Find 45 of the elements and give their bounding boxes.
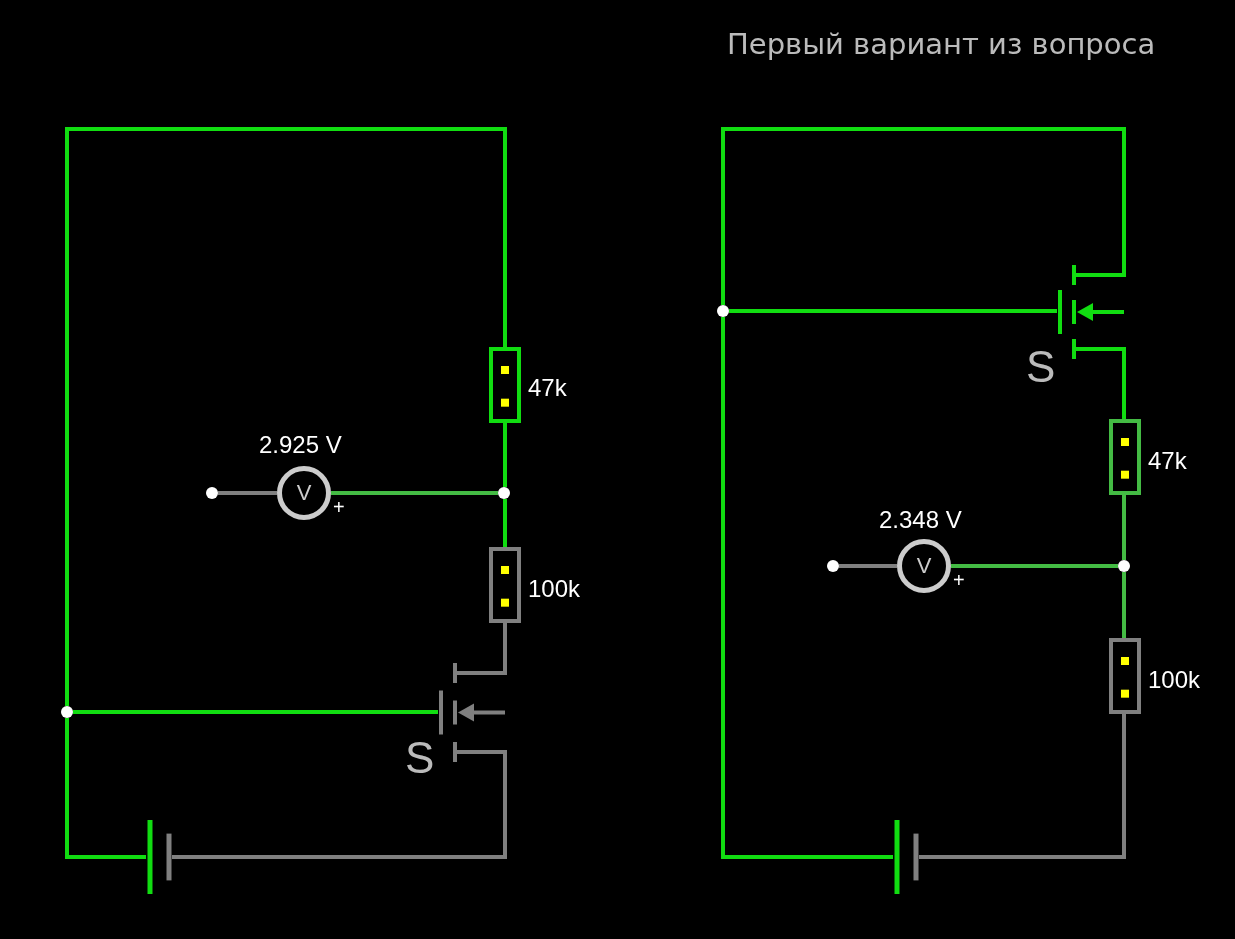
value-label: 47k xyxy=(528,376,567,400)
mosfet-symbol xyxy=(1057,262,1129,362)
wire xyxy=(73,710,438,714)
value-label: 100k xyxy=(1148,668,1201,692)
wire xyxy=(503,423,507,487)
wire xyxy=(919,714,1126,859)
junction-dot xyxy=(498,487,510,499)
wire xyxy=(65,718,146,859)
wire xyxy=(218,491,277,495)
mosfet-symbol xyxy=(438,660,510,765)
value-label: 2.925 V xyxy=(259,433,342,457)
value-label: 2.348 V xyxy=(879,508,962,532)
title: Первый вариант из вопроса xyxy=(727,30,1156,59)
wire xyxy=(721,317,893,859)
voltmeter-symbol: V xyxy=(277,466,331,520)
wire xyxy=(65,127,507,706)
wire xyxy=(839,564,897,568)
junction-dot xyxy=(1118,560,1130,572)
resistor-symbol xyxy=(489,547,521,623)
wire xyxy=(172,765,507,859)
resistor-symbol xyxy=(489,347,521,423)
wire xyxy=(729,309,1057,313)
polarity-sign: + xyxy=(333,497,345,517)
junction-dot xyxy=(827,560,839,572)
voltmeter-symbol: V xyxy=(897,539,951,593)
value-label: 47k xyxy=(1148,449,1187,473)
battery-symbol xyxy=(146,818,172,896)
wire xyxy=(331,491,498,495)
polarity-sign: + xyxy=(953,570,965,590)
battery-symbol xyxy=(893,818,919,896)
junction-dot xyxy=(61,706,73,718)
wire xyxy=(951,564,1118,568)
component-label: S xyxy=(405,736,435,780)
junction-dot xyxy=(206,487,218,499)
wire xyxy=(503,499,507,547)
wire xyxy=(1122,362,1126,419)
wire xyxy=(721,127,1126,305)
wire xyxy=(503,623,507,660)
wire xyxy=(1122,495,1126,560)
resistor-symbol xyxy=(1109,638,1141,714)
component-label: S xyxy=(1026,345,1056,389)
wire xyxy=(1122,572,1126,638)
value-label: 100k xyxy=(528,577,581,601)
resistor-symbol xyxy=(1109,419,1141,495)
junction-dot xyxy=(717,305,729,317)
